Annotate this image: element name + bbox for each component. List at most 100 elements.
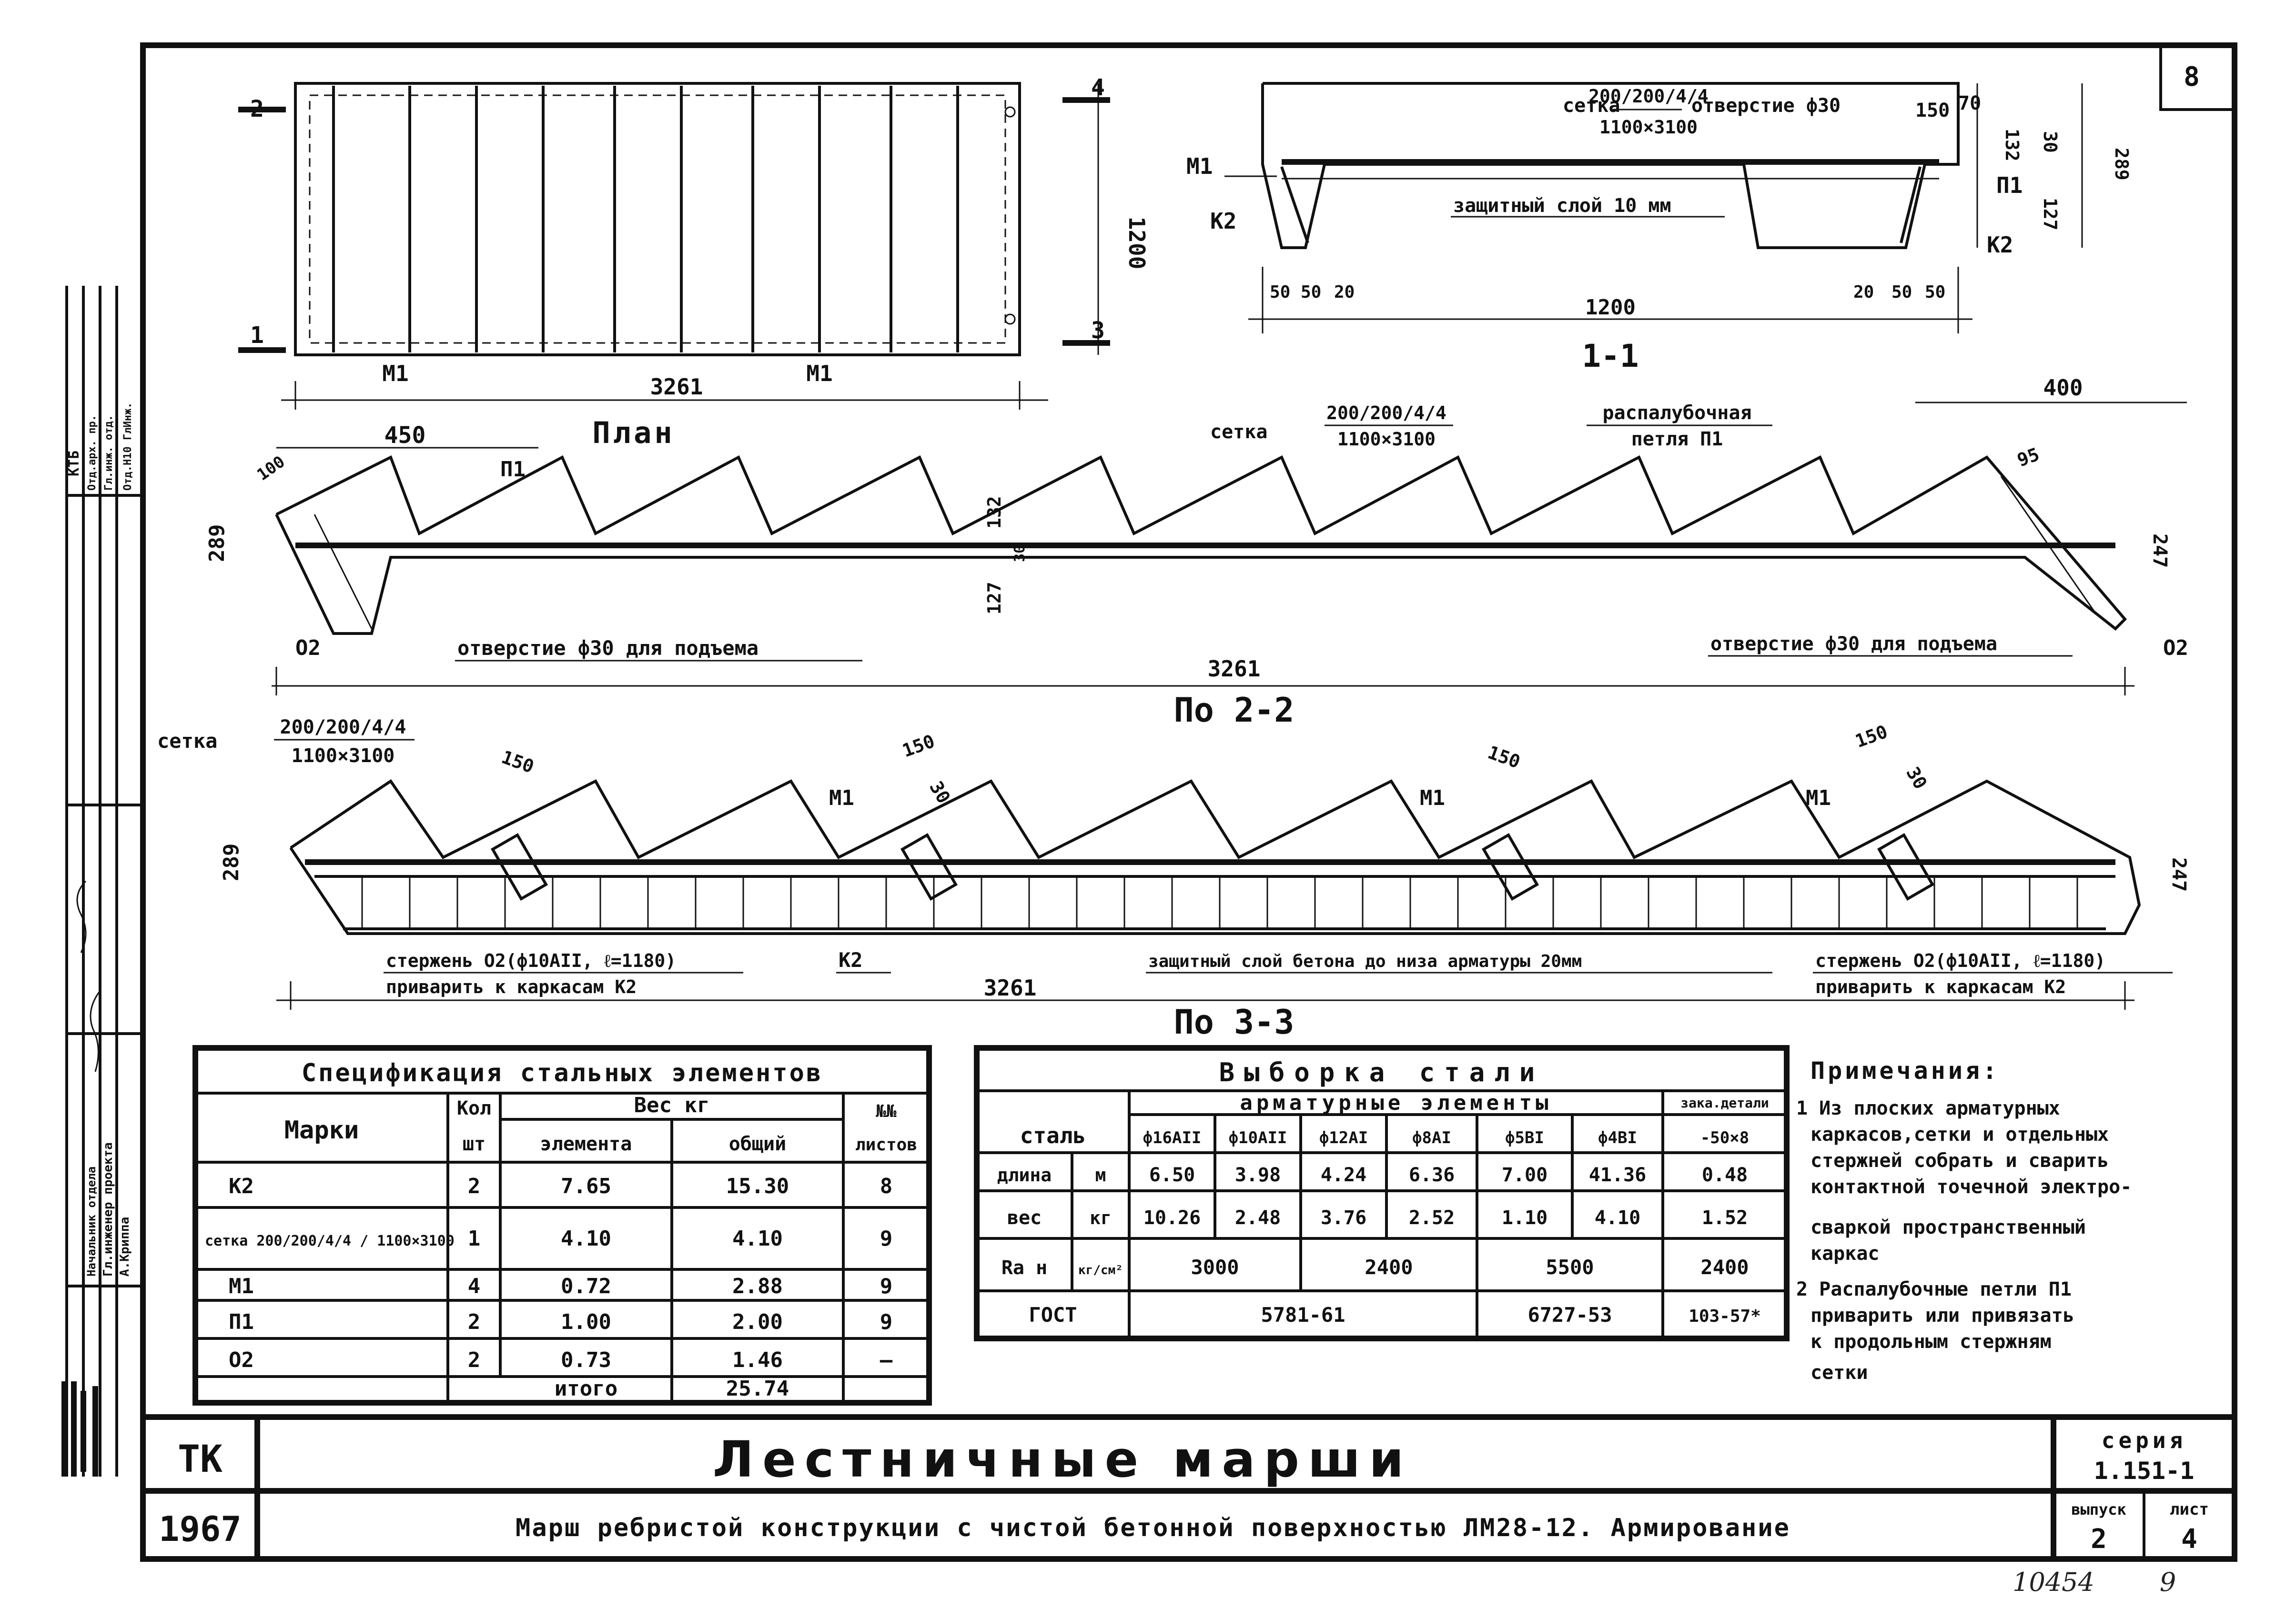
steel-ra-2: 2400 — [1365, 1256, 1413, 1279]
s22-loop-2: петля П1 — [1631, 428, 1723, 450]
s11-dim-20b: 20 — [1853, 282, 1874, 302]
s22-mesh-bottom: 1100×3100 — [1337, 429, 1436, 450]
spec-h-sheet-1: №№ — [875, 1102, 897, 1121]
stamp-cell-5: Гл.инженер проекта — [101, 1142, 115, 1277]
plan-m1-left: М1 — [382, 361, 408, 386]
steel-len-6: 41.36 — [1589, 1164, 1646, 1186]
signature-1 — [76, 880, 87, 953]
steel-len-7: 0.48 — [1702, 1164, 1748, 1186]
sheet-label: лист — [2170, 1500, 2209, 1519]
steel-gost-3: 103-57* — [1689, 1307, 1761, 1326]
notes-line-9: к продольным стержням — [1811, 1331, 2052, 1353]
sheet-corner-number: 8 — [2184, 61, 2200, 92]
cut-mark-2: 2 — [250, 96, 264, 122]
s22-hole-right: отверстие ф30 для подъема — [1710, 633, 1997, 655]
spec-h-qty-1: Кол — [457, 1097, 491, 1119]
series-value: 1.151-1 — [2094, 1457, 2195, 1485]
steel-ra-4: 2400 — [1700, 1256, 1749, 1279]
s22-dim-95: 95 — [2014, 443, 2042, 471]
spec-row-2-sheet: 9 — [880, 1227, 893, 1251]
spec-row-4-sheet: 9 — [880, 1310, 893, 1334]
s33-dim-150b: 150 — [900, 731, 938, 762]
stamp-cell-2: Отд.арх. пр. — [86, 415, 98, 491]
notes-line-3: стержней собрать и сварить — [1811, 1150, 2109, 1172]
s11-k2-right: К2 — [1987, 232, 2013, 258]
spec-row-1-qty: 2 — [468, 1174, 481, 1198]
steel-len-label: длина — [997, 1165, 1052, 1186]
s33-dim-150a: 150 — [499, 746, 537, 777]
spec-row-4-mark: П1 — [229, 1310, 254, 1334]
year: 1967 — [159, 1509, 241, 1549]
spec-table: Спецификация стальных элементов Марки Ко… — [192, 1045, 932, 1406]
archive-page: 9 — [2160, 1567, 2176, 1597]
steel-col-5: ф5ВI — [1505, 1128, 1544, 1147]
issue-label: выпуск — [2071, 1500, 2126, 1518]
section-1-1: сетка 200/200/4/4 1100×3100 отверстие ф3… — [1186, 82, 2132, 374]
s22-mesh: сетка — [1210, 421, 1267, 443]
steel-gost-1: 5781-61 — [1261, 1303, 1345, 1327]
spec-h-qty-2: шт — [463, 1133, 485, 1155]
notes-line-5: сваркой пространственный — [1811, 1217, 2086, 1238]
s33-m1-b: М1 — [1420, 786, 1445, 810]
cut-mark-1: 1 — [250, 322, 264, 349]
steel-col-6: ф4ВI — [1598, 1128, 1637, 1147]
s22-hole-left: отверстие ф30 для подъема — [457, 636, 759, 660]
section-3-3: сетка 200/200/4/4 1100×3100 150 150 30 1… — [157, 716, 2190, 1042]
s11-dim-50b: 50 — [1301, 282, 1321, 302]
spec-row-5-qty: 2 — [468, 1348, 481, 1372]
steel-w-unit: кг — [1090, 1207, 1112, 1228]
s33-rod-left-1: стержень О2(ф10АII, ℓ=1180) — [386, 950, 676, 971]
s22-dim-450: 450 — [384, 422, 426, 449]
steel-h-rebar: арматурные элементы — [1240, 1091, 1552, 1115]
steel-h-embed: зака.детали — [1680, 1095, 1769, 1111]
s22-dim-400: 400 — [2043, 375, 2083, 401]
steel-col-3: ф12АI — [1319, 1128, 1368, 1147]
spec-row-5-sheet: — — [880, 1348, 893, 1372]
steel-title: Выборка стали — [1219, 1057, 1545, 1087]
s33-protective: защитный слой бетона до низа арматуры 20… — [1148, 952, 1582, 971]
s22-o2-left: О2 — [295, 636, 321, 660]
notes-line-7: 2 Распалубочные петли П1 — [1796, 1278, 2072, 1300]
notes-line-6: каркас — [1811, 1243, 1880, 1265]
s33-dim-150c: 150 — [1485, 742, 1523, 773]
spec-row-3-qty: 4 — [468, 1274, 481, 1298]
s11-dim-20a: 20 — [1334, 282, 1355, 302]
s33-dim-150d: 150 — [1852, 721, 1891, 752]
plan-title: План — [592, 415, 675, 450]
steel-w-2: 2.48 — [1235, 1207, 1281, 1229]
subtitle: Марш ребристой конструкции с чистой бето… — [516, 1514, 1790, 1542]
s22-dim-3261: 3261 — [1208, 656, 1261, 682]
steel-w-1: 10.26 — [1143, 1207, 1201, 1229]
notes-line-10: сетки — [1811, 1362, 1868, 1384]
s11-dim-50d: 50 — [1925, 282, 1945, 302]
spec-row-4-el: 1.00 — [561, 1310, 611, 1334]
spec-row-5-total: 1.46 — [732, 1348, 783, 1372]
s33-dim-3261: 3261 — [984, 975, 1037, 1001]
s33-m1-a: М1 — [829, 786, 854, 810]
s11-dim-127: 127 — [2040, 198, 2061, 231]
s11-mesh-frac-top: 200/200/4/4 — [1588, 86, 1709, 107]
s33-mesh-top: 200/200/4/4 — [280, 716, 406, 738]
title-block: ТК 1967 Лестничные марши Марш ребристой … — [143, 1414, 2235, 1597]
notes-line-8: приварить или привязать — [1811, 1305, 2074, 1327]
spec-h-sheet-2: листов — [855, 1135, 917, 1155]
s22-dim-100: 100 — [253, 452, 288, 484]
issue-value: 2 — [2091, 1524, 2107, 1555]
archive-number: 10454 — [2013, 1567, 2094, 1597]
steel-col-7: -50×8 — [1700, 1128, 1749, 1147]
s33-dim-30b: 30 — [1902, 764, 1931, 793]
s33-mesh-bottom: 1100×3100 — [292, 745, 395, 767]
s33-m1-c: М1 — [1806, 786, 1831, 810]
steel-table: Выборка стали сталь арматурные элементы … — [974, 1045, 1790, 1341]
steel-len-1: 6.50 — [1149, 1164, 1195, 1186]
steel-len-3: 4.24 — [1321, 1164, 1366, 1186]
s22-dim-132: 132 — [984, 496, 1005, 529]
section-2-2: 450 100 П1 сетка 200/200/4/4 1100×3100 р… — [205, 375, 2188, 730]
steel-len-5: 7.00 — [1502, 1164, 1548, 1186]
spec-title: Спецификация стальных элементов — [302, 1059, 823, 1087]
s22-loop-1: распалубочная — [1602, 402, 1751, 424]
steel-w-label: вес — [1007, 1207, 1042, 1229]
s11-dim-50a: 50 — [1270, 282, 1290, 302]
notes-title: Примечания: — [1811, 1057, 2000, 1085]
